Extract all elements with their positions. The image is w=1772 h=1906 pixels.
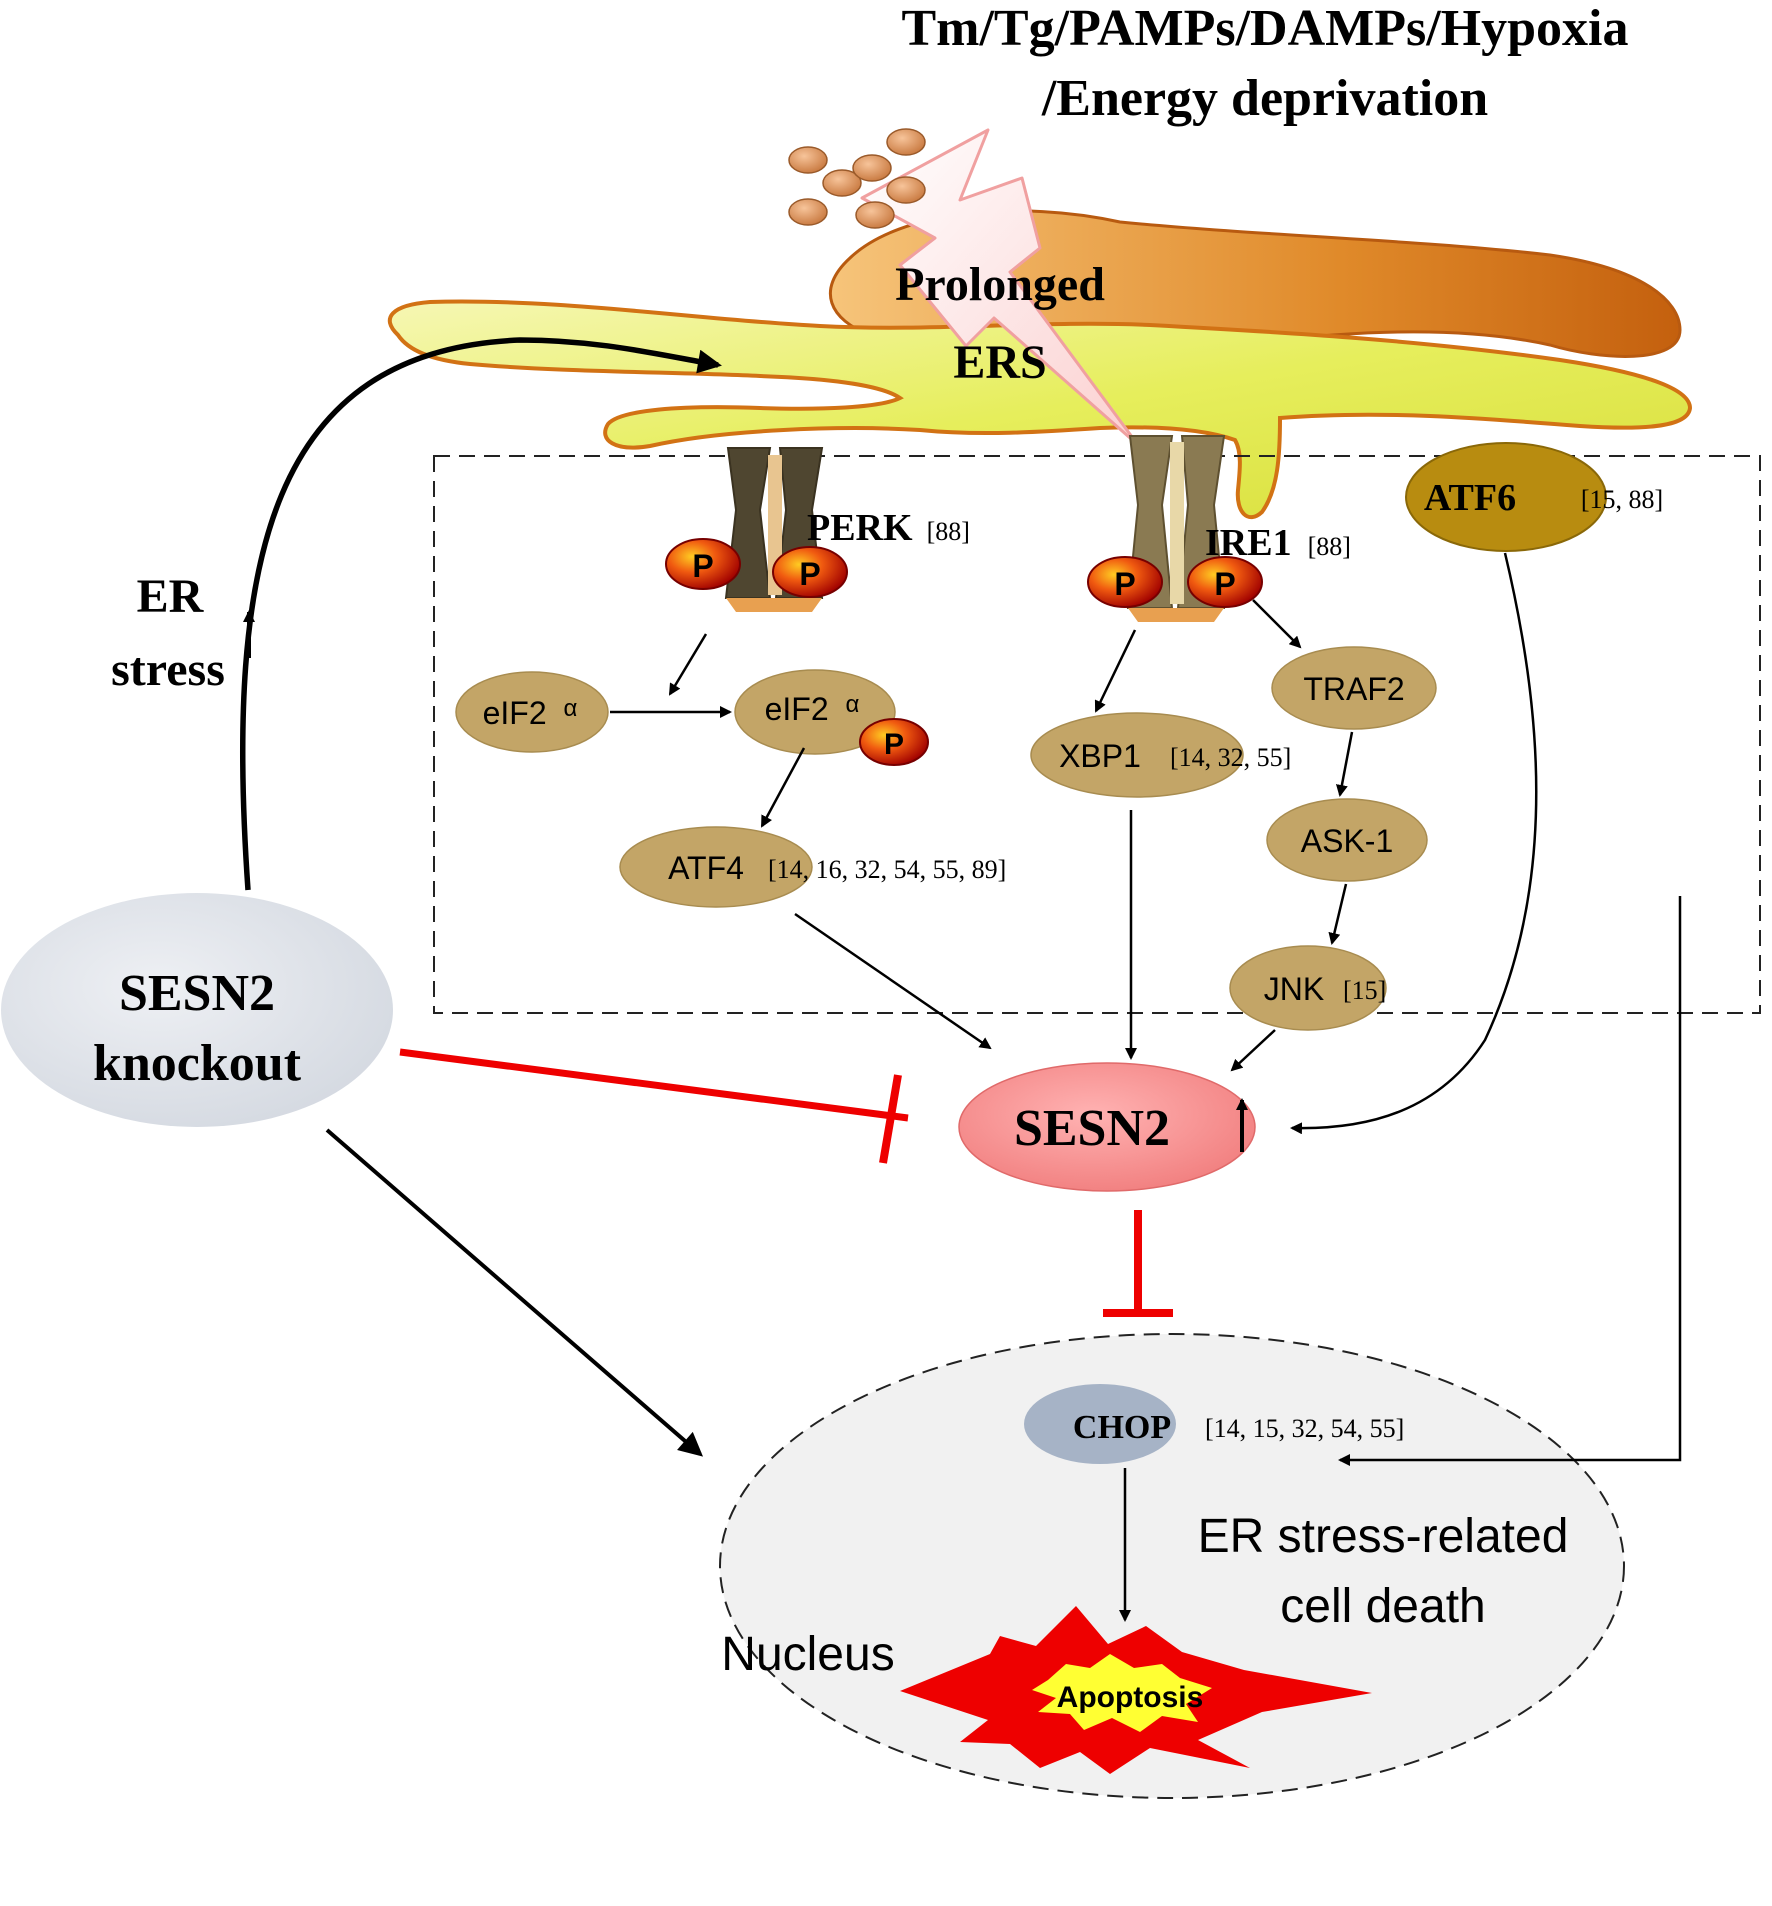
ligand-dot bbox=[788, 198, 828, 226]
ire1-phospho-right-label: P bbox=[1214, 566, 1235, 602]
eif2a-name: eIF2 bbox=[483, 695, 547, 731]
eif2a-p-name: eIF2 bbox=[765, 691, 829, 727]
apoptosis-label: Apoptosis bbox=[1057, 1681, 1204, 1714]
jnk-node bbox=[1229, 945, 1387, 1031]
atf4-node bbox=[619, 826, 813, 908]
knockout-inhibits-sesn2-line bbox=[399, 1048, 909, 1122]
atf6-label: ATF6 bbox=[1424, 477, 1516, 519]
perk-phospho-right-badge bbox=[772, 546, 848, 598]
ire1-channel-base bbox=[1128, 608, 1224, 622]
ire1-channel-pore bbox=[1170, 442, 1184, 604]
prolonged-ers-line2: ERS bbox=[953, 336, 1046, 389]
atf6-node bbox=[1405, 442, 1607, 552]
ligand-dot bbox=[886, 176, 926, 204]
atf4-ref: [14, 16, 32, 54, 55, 89] bbox=[768, 855, 1006, 884]
atf6-to-sesn2-arrow bbox=[1290, 552, 1538, 1135]
eif2a-label: eIF2 α bbox=[483, 695, 578, 731]
er-stress-line1: ER bbox=[137, 570, 205, 623]
stimulus-title-line1: Tm/Tg/PAMPs/DAMPs/Hypoxia bbox=[901, 0, 1628, 57]
ask1-label: ASK-1 bbox=[1301, 823, 1393, 859]
eif2a-p-greek: α bbox=[846, 691, 860, 718]
jnk-ref: [15] bbox=[1343, 976, 1386, 1005]
traf2-to-ask1-arrow bbox=[1335, 731, 1354, 797]
perk-label: PERK [88] bbox=[807, 507, 970, 549]
ask1-to-jnk-arrow bbox=[1328, 883, 1348, 945]
atf4-label: ATF4 bbox=[668, 850, 744, 886]
xbp1-label: XBP1 bbox=[1059, 738, 1141, 774]
chop-node bbox=[1024, 1384, 1176, 1464]
ire1-phospho-left-badge bbox=[1087, 556, 1163, 608]
eif2a-greek: α bbox=[564, 695, 578, 722]
perk-channel-base bbox=[726, 598, 822, 612]
er-stress-line2: stress bbox=[111, 643, 225, 696]
ligand-dot bbox=[852, 154, 892, 182]
chop-ref: [14, 15, 32, 54, 55] bbox=[1205, 1414, 1404, 1443]
xbp1-node bbox=[1030, 712, 1244, 798]
ire1-phospho-left-label: P bbox=[1114, 566, 1135, 602]
knockout-to-nucleus-arrow bbox=[325, 1128, 704, 1457]
sesn2-knockout-line2: knockout bbox=[93, 1035, 302, 1092]
atf4-to-sesn2-arrow bbox=[794, 912, 992, 1050]
ire1-label: IRE1 [88] bbox=[1205, 522, 1351, 564]
sesn2-label: SESN2 bbox=[1014, 1100, 1170, 1157]
apoptosis-burst-inner bbox=[1032, 1654, 1212, 1732]
nucleus-label: Nucleus bbox=[721, 1628, 894, 1681]
traf2-node bbox=[1271, 646, 1437, 730]
eif2a-p-to-atf4-arrow bbox=[760, 747, 806, 828]
jnk-to-sesn2-arrow bbox=[1230, 1029, 1276, 1072]
knockout-to-er-arrow bbox=[239, 337, 722, 891]
ligand-dot bbox=[788, 146, 828, 174]
traf2-label: TRAF2 bbox=[1303, 671, 1404, 707]
eif2a-p-node bbox=[734, 669, 896, 755]
perk-ref: [88] bbox=[927, 517, 970, 546]
atf6-ref: [15, 88] bbox=[1581, 485, 1663, 514]
perk-phospho-right-label: P bbox=[799, 556, 820, 592]
atf6-to-chop-connector bbox=[1338, 896, 1682, 1466]
prolonged-ers-line1: Prolonged bbox=[895, 258, 1105, 311]
cell-death-line2: cell death bbox=[1280, 1580, 1485, 1633]
perk-to-eif2a-arrow bbox=[668, 633, 708, 696]
stimulus-title-line2: /Energy deprivation bbox=[1041, 70, 1488, 127]
knockout-inhibits-sesn2-bar bbox=[879, 1074, 902, 1164]
lightning-bolt bbox=[860, 128, 1140, 447]
eif2a-phospho-badge bbox=[859, 718, 929, 766]
ligand-dot bbox=[855, 201, 895, 229]
perk-phospho-left-badge bbox=[665, 538, 741, 590]
ligand-dot bbox=[822, 169, 862, 197]
xbp1-ref: [14, 32, 55] bbox=[1170, 743, 1291, 772]
jnk-label: JNK bbox=[1264, 971, 1324, 1007]
eif2a-node bbox=[455, 671, 609, 753]
ligand-dots bbox=[788, 128, 926, 229]
chop-label: CHOP bbox=[1073, 1409, 1171, 1446]
ire1-name: IRE1 bbox=[1205, 522, 1292, 564]
cytoplasm-dashed-box bbox=[433, 455, 1761, 1014]
cell-death-line1: ER stress-related bbox=[1198, 1510, 1569, 1563]
ask1-node bbox=[1266, 798, 1428, 882]
ligand-dot bbox=[886, 128, 926, 156]
ire1-phospho-right-badge bbox=[1187, 556, 1263, 608]
eif2a-p-label: eIF2 α bbox=[765, 691, 860, 727]
eif2a-phospho-label: P bbox=[884, 728, 904, 761]
sesn2-knockout-line1: SESN2 bbox=[119, 965, 275, 1022]
sesn2-knockout-node bbox=[1, 893, 393, 1127]
ire1-to-xbp1-arrow bbox=[1094, 629, 1137, 713]
ire1-to-traf2-arrow bbox=[1252, 599, 1302, 649]
perk-name: PERK bbox=[807, 507, 913, 549]
sesn2-node bbox=[958, 1062, 1256, 1192]
ire1-ref: [88] bbox=[1308, 532, 1351, 561]
perk-phospho-left-label: P bbox=[692, 548, 713, 584]
